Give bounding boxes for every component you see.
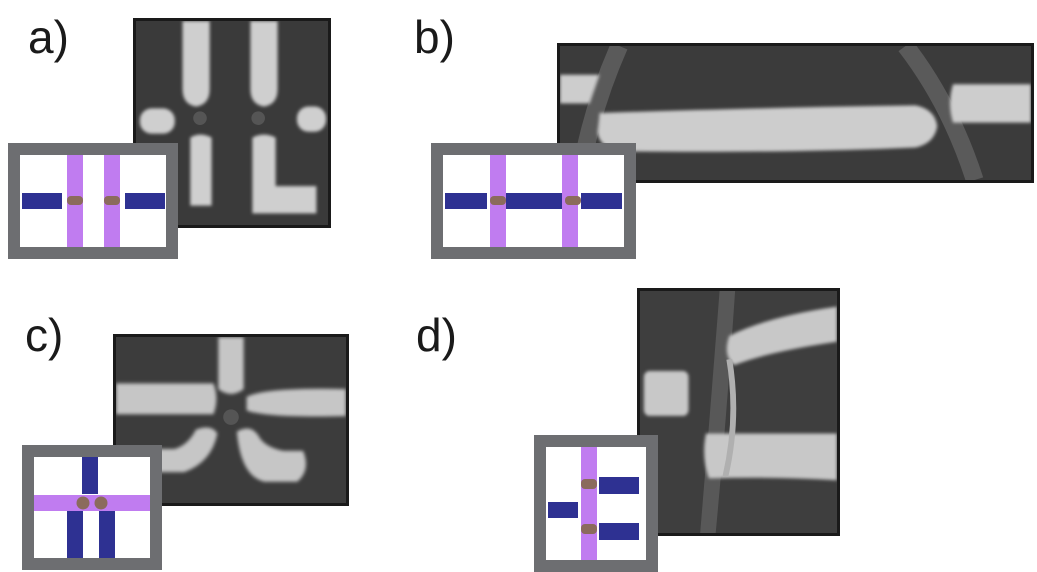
panel-c-schematic (22, 445, 162, 570)
panel-b-schematic (431, 143, 636, 259)
panel-b-label: b) (414, 11, 455, 63)
panel-d-label: d) (416, 309, 457, 361)
panel-a-schematic (8, 143, 178, 259)
panel-a-label: a) (28, 11, 69, 63)
panel-c-label: c) (25, 309, 64, 361)
panel-d-sem-micrograph (637, 288, 840, 536)
panel-b-sem-micrograph (557, 43, 1034, 183)
panel-c-sem-micrograph (113, 334, 349, 506)
panel-d-schematic (534, 435, 658, 572)
